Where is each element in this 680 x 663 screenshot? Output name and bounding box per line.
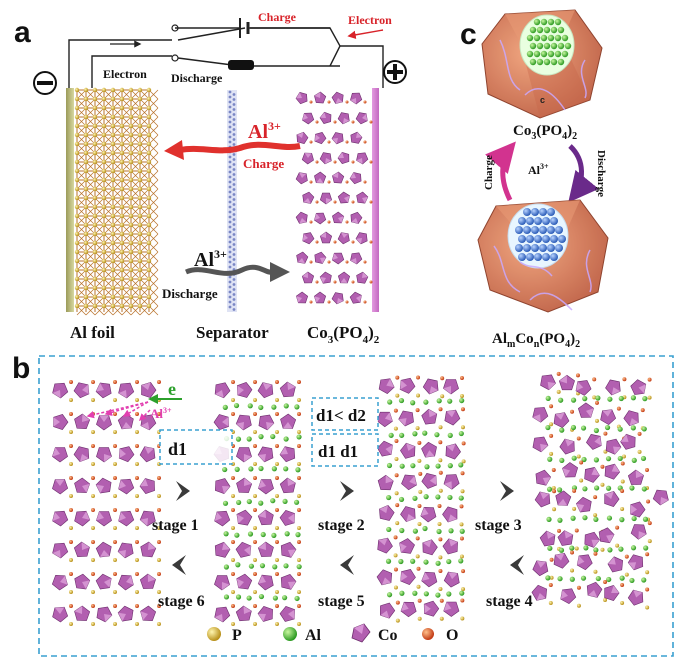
crystal-stages [51,371,669,626]
charge-arrow-label: Charge [243,156,284,171]
legend-co-icon [351,623,371,643]
al3-discharge-label: Al3+ [194,247,227,271]
electron-top-label: Electron [348,13,392,27]
legend-o-icon [422,628,434,640]
discharge-cycle-label: Discharge [595,150,607,197]
electron-left-label: Electron [103,67,147,81]
discharge-switch-label: Discharge [171,71,223,85]
graphite-lattice [74,87,159,316]
co3po42-top-label: Co3(PO4)2 [513,123,577,142]
legend: P Al Co O [207,623,458,644]
almconpo42-label: AlmCon(PO4)2 [492,331,580,350]
legend-o-label: O [446,627,458,644]
al3-charge-label: Al3+ [248,119,281,143]
panel-b-letter: b [12,352,30,385]
charge-switch-label: Charge [258,10,297,24]
stage-chevrons [172,481,524,575]
d1-lt-d2-label: d1< d2 [316,406,366,425]
panel-c-letter: c [460,18,477,51]
electron-symbol: e [168,379,176,399]
cathode-collector-bar [372,88,379,312]
co-phosphate-crystal [295,91,373,305]
stage-4-label: stage 4 [486,593,533,610]
small-c-label: c [540,95,545,105]
legend-co-label: Co [378,627,398,644]
stage-1-label: stage 1 [152,517,199,534]
al3-b-label: Al3+ [150,406,172,421]
resistor-icon [228,60,254,70]
panel-b: b d1 d1< d2 d1 d1 e Al3+ stage 1 stage 2… [12,352,674,657]
al3-insertion-arrows [86,401,151,422]
charge-cycle-label: Charge [483,155,495,190]
discharge-cycle-arrow [568,144,599,203]
charge-cycle-arrow [484,141,516,202]
stage-5-label: stage 5 [318,593,365,610]
separator-membrane [227,90,237,312]
stage-2-label: stage 2 [318,517,365,534]
d1-d1-box [311,433,379,467]
polyhedron-top: c [481,9,603,119]
d1-box [159,429,233,465]
stage-3-label: stage 3 [475,517,522,534]
separator-label: Separator [196,323,269,342]
al3-cycle-label: Al3+ [528,162,549,177]
polyhedron-bottom [477,199,609,313]
al-foil-label: Al foil [70,323,115,342]
panel-a: a Charge Electron Electron Discharge [14,10,407,346]
discharge-arrow-label: Discharge [162,286,218,301]
electron-top-arrow [347,29,384,39]
d1-lt-d2-box [311,397,379,431]
d1-label: d1 [168,439,187,459]
legend-p-icon [207,627,221,641]
cathode-label: Co3(PO4)2 [307,323,380,346]
legend-al-label: Al [305,627,322,644]
panel-b-frame [38,355,674,657]
panel-c: c c Co3(PO4)2 Charge Discharge Al3+ AlmC… [460,9,609,350]
discharge-arrow [185,264,273,276]
al-foil-bar [66,88,74,312]
charge-arrow [179,141,301,154]
stage-6-label: stage 6 [158,593,205,610]
legend-al-icon [283,627,297,641]
d1-d1-label: d1 d1 [318,442,358,461]
switch-contact-discharge [171,54,179,62]
panel-a-letter: a [14,16,31,49]
legend-p-label: P [232,627,242,644]
